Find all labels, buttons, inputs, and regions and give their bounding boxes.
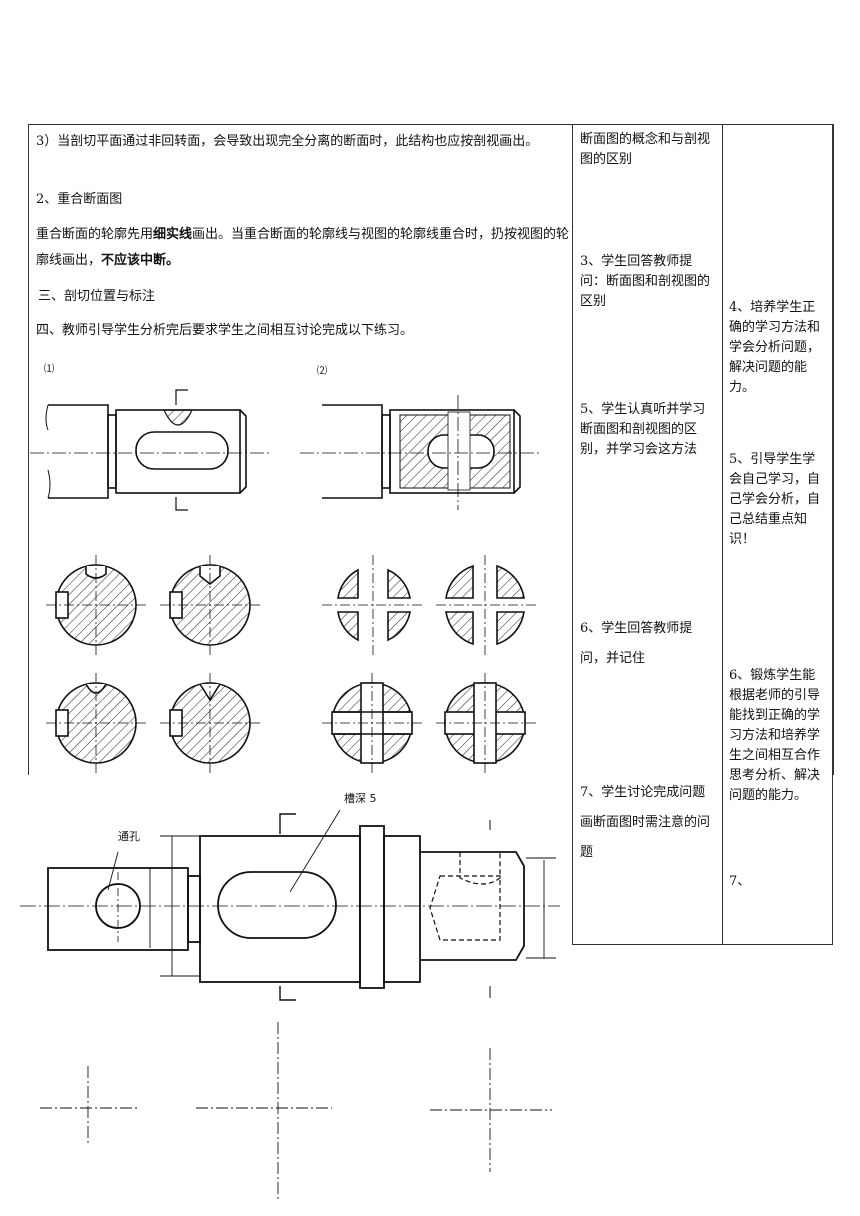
figure-label-1: ⑴ xyxy=(44,364,54,375)
heading-overlap-section: 2、重合断面图 xyxy=(36,192,123,207)
middle-column xyxy=(572,124,723,945)
shaft-figure-1 xyxy=(30,389,270,511)
right-column xyxy=(721,124,833,945)
heading-cut-position: 三、剖切位置与标注 xyxy=(38,289,156,304)
table-frame xyxy=(28,124,834,775)
label-through-hole: 通孔 xyxy=(118,830,140,843)
bold-text: 细实线 xyxy=(153,227,193,242)
section-views-figure-2 xyxy=(322,555,536,773)
blank-section-crosses xyxy=(40,1022,552,1200)
middle-item-3: 3、学生回答教师提问：断面图和剖视图的区别 xyxy=(580,254,711,309)
middle-item-concept: 断面图的概念和与剖视图的区别 xyxy=(580,132,711,167)
large-shaft-drawing xyxy=(20,809,560,1001)
middle-item-6: 6、学生回答教师提问，并记住 xyxy=(580,621,693,666)
figure-label-2: ⑵ xyxy=(317,366,327,377)
right-item-6: 6、锻炼学生能根据老师的引导能找到正确的学习方法和培养学生之间相互合作思考分析、… xyxy=(729,668,821,803)
paragraph-section-plane: 3）当剖切平面通过非回转面，会导致出现完全分离的断面时，此结构也应按剖视画出。 xyxy=(36,130,566,154)
right-item-5: 5、引导学生学会自己学习，自己学会分析，自己总结重点知识！ xyxy=(729,452,821,547)
label-slot-depth: 槽深 5 xyxy=(344,792,377,805)
section-views-figure-1 xyxy=(46,555,260,773)
text: 3）当剖切平面通过非回转面，会导致出现完全分离的断面时，此结构也应按剖视画出。 xyxy=(36,134,539,149)
text: 画出。当重合断面的轮廓线与视图的轮廓线重合时，扔按视图的轮廓线画出， xyxy=(36,227,570,268)
right-item-4: 4、培养学生正确的学习方法和学会分析问题，解决问题的能力。 xyxy=(729,300,821,395)
text: 重合断面的轮廓先用 xyxy=(36,227,154,242)
right-item-7: 7、 xyxy=(729,874,751,889)
paragraph-overlap-section: 重合断面的轮廓先用细实线画出。当重合断面的轮廓线与视图的轮廓线重合时，扔按视图的… xyxy=(36,222,570,274)
middle-item-5: 5、学生认真听并学习断面图和剖视图的区别，并学习会这方法 xyxy=(580,402,706,457)
heading-exercise: 四、教师引导学生分析完后要求学生之间相互讨论完成以下练习。 xyxy=(36,323,414,338)
shaft-figure-2 xyxy=(300,395,540,510)
middle-item-7: 7、学生讨论完成问题画断面图时需注意的问题 xyxy=(580,785,711,860)
bold-text: 不应该中断。 xyxy=(101,253,180,268)
